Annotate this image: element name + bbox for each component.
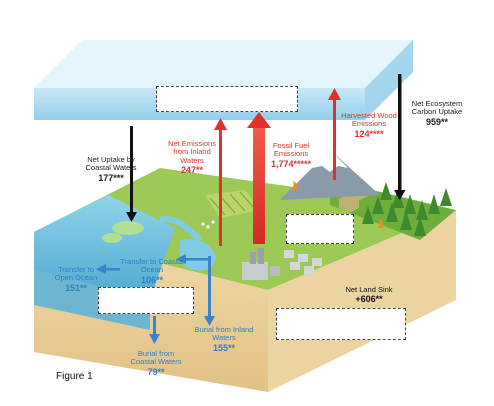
- emission-arrows: [214, 88, 341, 246]
- atmosphere-slab: [34, 40, 413, 120]
- ocean-blank-box: [98, 287, 194, 314]
- land-blank-box: [286, 214, 354, 244]
- forest-trees: [362, 182, 452, 236]
- livestock: [201, 220, 215, 229]
- uptake-arrows: [126, 74, 406, 222]
- atmosphere-blank-box: [156, 86, 298, 112]
- harvested-wood-label: Harvested Wood Emissions 124****: [341, 111, 397, 139]
- transfer-open-label: Transfer to Open Ocean 151**: [54, 265, 98, 293]
- inland-emissions-label: Net Emissions from Inland Waters 247**: [168, 139, 216, 176]
- soil-blank-box: [276, 308, 406, 340]
- fossil-fuel-label: Fossil Fuel Emissions 1,774*****: [270, 141, 312, 169]
- transfer-coastal-label: Transfer to Coastal Ocean 106**: [120, 257, 184, 285]
- power-plant: [242, 248, 280, 280]
- ecosystem-uptake-label: Net Ecosystem Carbon Uptake 959**: [411, 99, 463, 127]
- figure-label: Figure 1: [56, 371, 93, 382]
- land-sink-label: Net Land Sink +606**: [345, 285, 393, 305]
- burial-inland-label: Burial from Inland Waters 155**: [194, 325, 254, 353]
- fire-icons: [292, 180, 384, 228]
- burial-coastal-label: Burial from Coastal Waters 79**: [130, 349, 182, 377]
- coastal-uptake-label: Net Uptake by Coastal Waters 177***: [85, 155, 137, 183]
- transfer-arrows: [96, 254, 215, 344]
- crop-fields: [205, 190, 260, 218]
- mountain: [280, 150, 380, 200]
- city-blocks: [284, 250, 322, 274]
- coastal-wetland: [102, 221, 144, 243]
